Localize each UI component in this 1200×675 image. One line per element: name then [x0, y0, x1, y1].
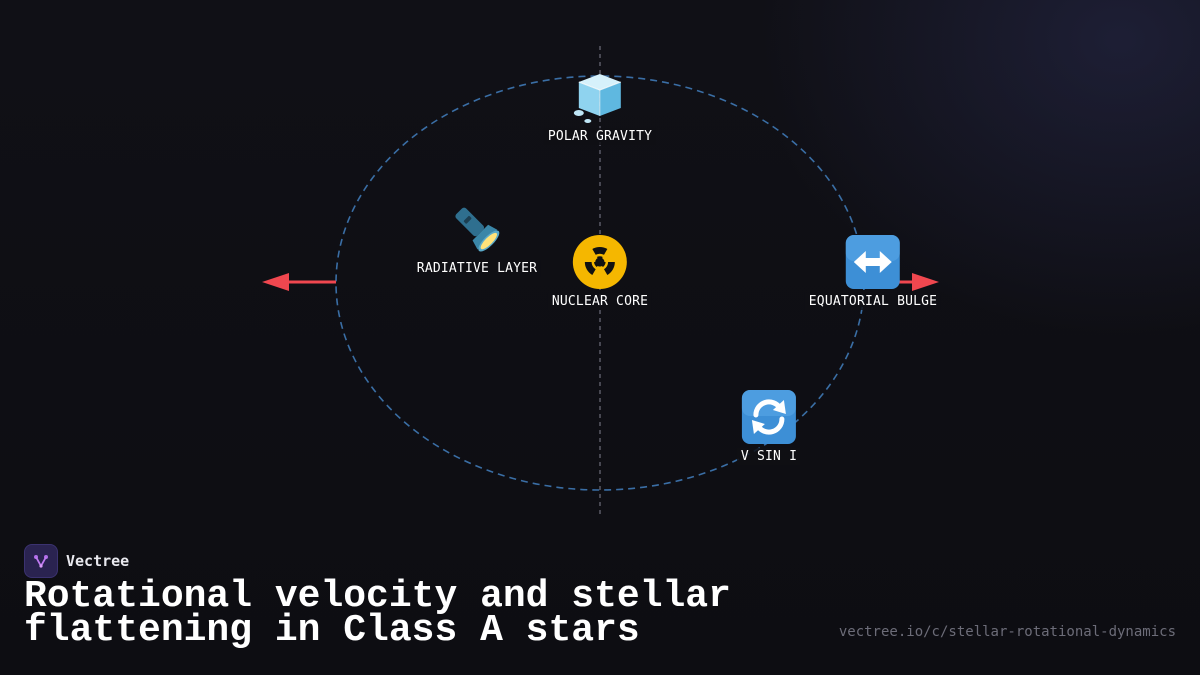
v-sin-i-label: V SIN I — [736, 448, 802, 465]
left-right-arrow-icon — [846, 235, 900, 289]
equatorial-bulge-label: EQUATORIAL BULGE — [804, 293, 942, 310]
page-title: Rotational velocity and stellar flatteni… — [24, 575, 731, 652]
brand: Vectree — [24, 544, 129, 578]
nuclear-core-label: NUCLEAR CORE — [547, 293, 653, 310]
radioactive-icon — [572, 235, 627, 289]
counterclockwise-arrows-icon — [742, 390, 796, 444]
vectree-logo-icon — [24, 544, 58, 578]
ice-cube-icon — [573, 74, 622, 123]
source-url: vectree.io/c/stellar-rotational-dynamics — [838, 624, 1176, 640]
brand-name: Vectree — [66, 552, 130, 570]
node-v-sin-i: V SIN I — [736, 388, 802, 465]
node-radiative-layer: RADIATIVE LAYER — [412, 200, 542, 277]
radiative-layer-label: RADIATIVE LAYER — [412, 260, 542, 277]
node-equatorial-bulge: EQUATORIAL BULGE — [804, 233, 942, 310]
node-nuclear-core: NUCLEAR CORE — [547, 233, 653, 310]
node-polar-gravity: POLAR GRAVITY — [543, 68, 657, 145]
left-expansion-arrow — [262, 273, 336, 291]
flashlight-icon — [455, 207, 500, 252]
polar-gravity-label: POLAR GRAVITY — [543, 128, 657, 145]
